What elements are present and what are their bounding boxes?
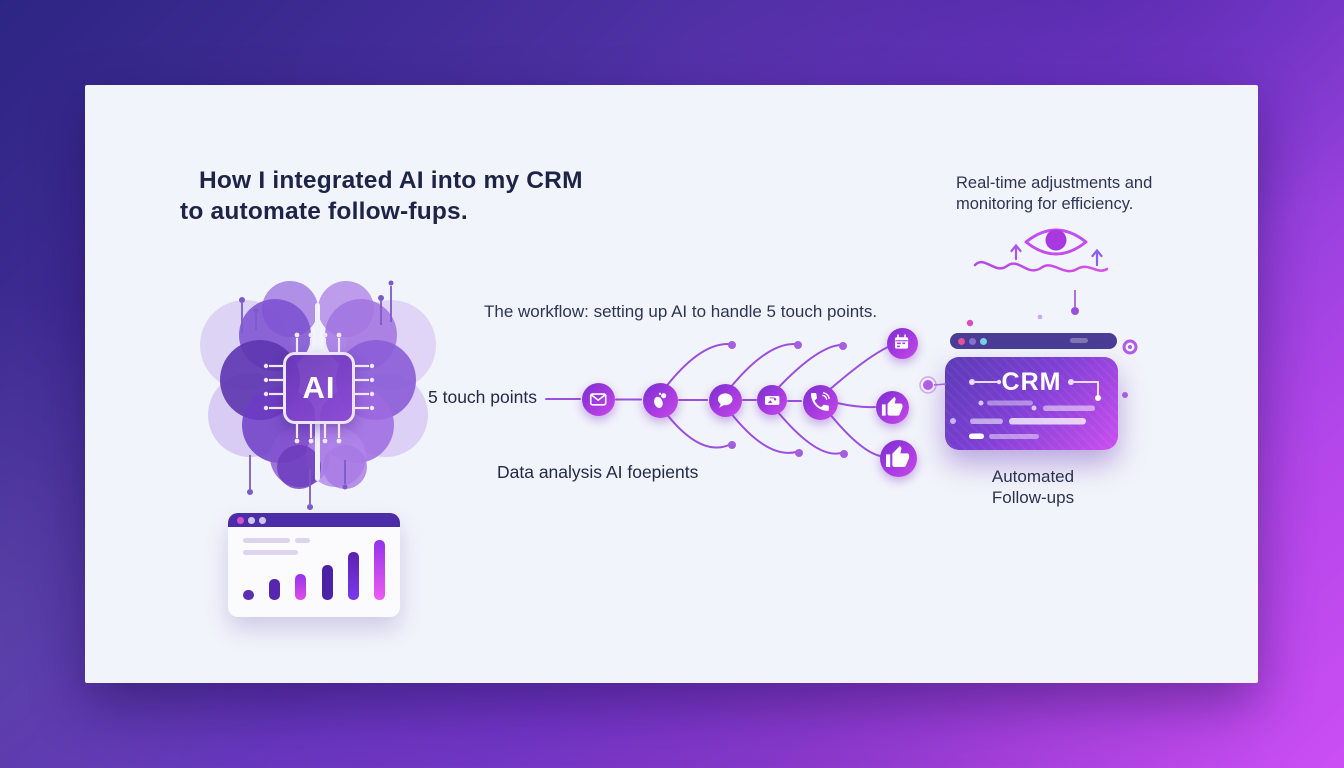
- page-title-line1: How I integrated AI into my CRM: [199, 167, 583, 194]
- window-dot: [248, 517, 255, 524]
- ai-chip: AI: [283, 352, 355, 424]
- phone-icon: [802, 384, 838, 420]
- window-dot: [958, 337, 965, 345]
- chart-bar: [321, 565, 333, 600]
- placeholder-line: [243, 550, 298, 555]
- crm-window-decorations: [969, 379, 1101, 439]
- monitoring-note: Real-time adjustments and monitoring for…: [956, 173, 1152, 215]
- crm-window-title: CRM: [1001, 368, 1062, 396]
- touch-points-label: 5 touch points: [428, 387, 537, 407]
- footprint-icon: [642, 382, 678, 418]
- trend-wave-decoration: [973, 243, 1109, 273]
- brain-blob: [277, 445, 321, 489]
- email-icon: [581, 382, 615, 416]
- monitoring-note-line2: monitoring for efficiency.: [956, 195, 1134, 213]
- chart-bar: [243, 590, 254, 600]
- analytics-window: [228, 513, 400, 617]
- thumbs-up-icon: [879, 439, 917, 477]
- window-dot: [259, 517, 266, 524]
- chart-bar: [269, 579, 281, 600]
- up-arrow-icon: [1091, 248, 1103, 267]
- page-title: How I integrated AI into my CRM to autom…: [180, 165, 583, 227]
- crm-titlebar: [950, 333, 1117, 349]
- ai-chip-label: AI: [302, 370, 336, 405]
- chart-bar: [347, 552, 359, 600]
- thumbs-up-icon: [875, 390, 909, 424]
- crm-caption-line2: Follow-ups: [991, 488, 1075, 507]
- infographic-card: How I integrated AI into my CRM to autom…: [85, 85, 1258, 683]
- eye-icon: [1024, 228, 1088, 256]
- brain-blob: [323, 445, 367, 489]
- placeholder-line: [1070, 338, 1088, 343]
- chart-bar: [295, 574, 307, 600]
- analytics-bars: [243, 538, 385, 600]
- window-dot: [237, 517, 244, 524]
- placeholder-line: [243, 538, 290, 543]
- window-dot: [969, 337, 976, 345]
- window-dot: [980, 337, 987, 345]
- data-analysis-label: Data analysis AI foepients: [497, 462, 699, 482]
- up-arrow-icon: [1010, 243, 1022, 261]
- crm-caption-line1: Automated: [991, 467, 1075, 486]
- analytics-titlebar: [228, 513, 400, 527]
- chat-icon: [708, 383, 742, 417]
- crm-caption: Automated Follow-ups: [973, 466, 1093, 508]
- placeholder-line: [295, 538, 310, 543]
- media-icon: [757, 385, 787, 415]
- calendar-icon: [886, 327, 918, 359]
- crm-window: CRM: [945, 357, 1118, 450]
- monitoring-note-line1: Real-time adjustments and: [956, 174, 1153, 192]
- page-title-line2: to automate follow-fups.: [180, 198, 468, 225]
- chart-bar: [373, 540, 385, 600]
- workflow-heading: The workflow: setting up AI to handle 5 …: [484, 302, 878, 321]
